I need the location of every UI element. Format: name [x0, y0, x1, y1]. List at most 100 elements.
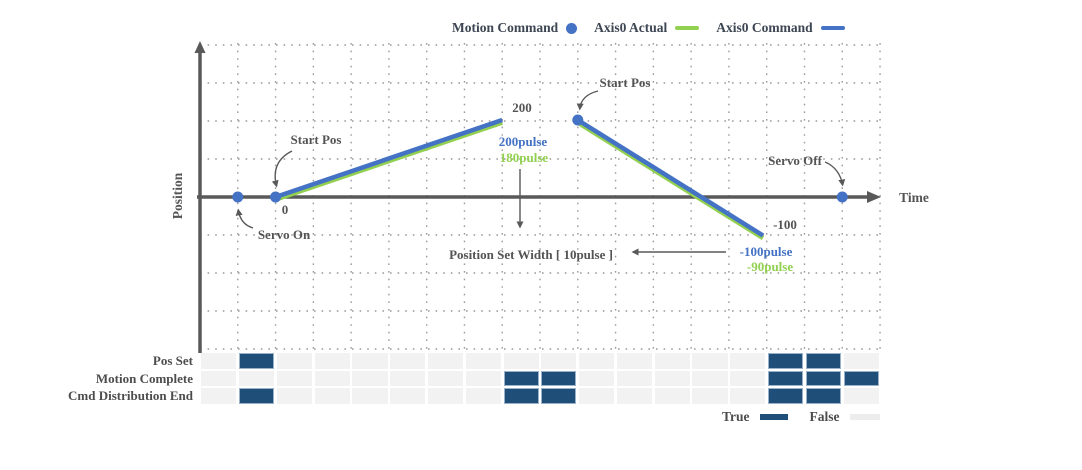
timing-cell-false: [201, 370, 237, 387]
servo-off-annotation: Servo Off: [768, 153, 822, 168]
timing-cell-true: [541, 388, 577, 404]
timing-cell-false: [654, 370, 690, 387]
true-swatch: [759, 414, 788, 420]
actual-low-pulse-label: -90pulse: [746, 259, 794, 274]
x-axis-arrowhead: [867, 191, 881, 203]
origin-value-label: 0: [281, 202, 289, 217]
timing-cell-false: [314, 388, 350, 404]
command-low-pulse-label: -100pulse: [739, 244, 793, 259]
timing-row-label-pos-set: Pos Set: [152, 353, 193, 368]
timing-cell-false: [314, 353, 350, 369]
timing-cell-true: [805, 370, 841, 387]
timing-cell-true: [503, 370, 539, 387]
series-axis0-command: [274, 117, 503, 200]
timing-cell-false: [541, 353, 577, 369]
timing-cell-true: [768, 353, 804, 369]
timing-cell-false: [579, 388, 615, 404]
timing-cell-false: [692, 370, 728, 387]
timing-cell-false: [730, 353, 766, 369]
series-axis0-actual: [274, 120, 503, 202]
timing-cell-false: [654, 388, 690, 404]
timing-cell-false: [465, 353, 501, 369]
timing-cell-false: [730, 388, 766, 404]
legend-label-motion-command: Motion Command: [452, 20, 559, 35]
timing-cell-false: [503, 353, 539, 369]
timing-cell-false: [427, 353, 464, 369]
timing-cell-false: [352, 353, 388, 369]
timing-cell-false: [692, 388, 728, 404]
timing-cell-false: [314, 370, 350, 387]
timing-cell-false: [616, 353, 653, 369]
timing-row-label-motion-complete: Motion Complete: [95, 370, 193, 386]
y-axis-arrowhead: [194, 41, 206, 53]
legend-label-axis0-command: Axis0 Command: [716, 20, 813, 35]
timing-cell-false: [276, 353, 313, 369]
timing-cell-false: [201, 353, 237, 369]
timing-cell-true: [843, 370, 879, 387]
timing-cell-true: [805, 388, 841, 404]
servo-off-arrow: [824, 161, 846, 187]
servo-on-arrow: [235, 208, 254, 229]
timing-cell-true: [239, 353, 275, 369]
timing-cell-false: [276, 370, 313, 387]
series-axis0-command: [576, 118, 765, 238]
timing-cell-false: [239, 370, 275, 387]
timing-cell-false: [654, 353, 690, 369]
command-peak-pulse-label: 200pulse: [498, 134, 548, 149]
motion-command-dot-swatch: [566, 22, 578, 34]
timing-cell-false: [579, 353, 615, 369]
time-axis-label: Time: [899, 190, 929, 205]
timing-cell-false: [201, 388, 237, 404]
servo-on-annotation: Servo On: [257, 227, 311, 242]
timing-cell-false: [843, 353, 879, 369]
start-pos-point-1: [270, 191, 282, 203]
position-axis-label: Position: [170, 172, 185, 220]
false-label: False: [809, 409, 840, 424]
timing-cell-false: [730, 370, 766, 387]
timing-cell-false: [390, 370, 426, 387]
chart-legend: Motion Command Axis0 Actual Axis0 Comman…: [452, 20, 845, 36]
false-swatch: [849, 414, 880, 420]
timing-cell-false: [616, 388, 653, 404]
timing-cell-false: [352, 388, 388, 404]
start-pos-1-arrow: [271, 150, 293, 188]
timing-cell-false: [616, 370, 653, 387]
axis0-actual-line-swatch: [675, 25, 700, 31]
start-pos-annotation-1: Start Pos: [290, 132, 342, 147]
timing-cell-true: [805, 353, 841, 369]
timing-cell-false: [390, 388, 426, 404]
timing-cell-true: [503, 388, 539, 404]
timing-cell-true: [239, 388, 275, 404]
timing-row-label-cmd-distribution-end: Cmd Distribution End: [68, 388, 193, 404]
actual-peak-pulse-label: 180pulse: [499, 150, 549, 165]
legend-item-axis0-actual: Axis0 Actual: [594, 20, 700, 36]
timing-cell-true: [541, 370, 577, 387]
timing-cell-false: [427, 388, 464, 404]
legend-item-motion-command: Motion Command: [452, 20, 578, 36]
timing-cell-false: [692, 353, 728, 369]
position-set-width-label: Position Set Width [ 10pulse ]: [449, 247, 613, 262]
boolean-legend: True False: [722, 409, 880, 425]
timing-cell-false: [352, 370, 388, 387]
timing-cell-false: [427, 370, 464, 387]
timing-cell-true: [768, 370, 804, 387]
start-pos-point-2: [572, 114, 584, 126]
timing-cell-false: [465, 388, 501, 404]
timing-cell-false: [465, 370, 501, 387]
servo-off-point: [836, 191, 848, 203]
timing-cell-true: [768, 388, 804, 404]
timing-cell-false: [579, 370, 615, 387]
legend-item-axis0-command: Axis0 Command: [716, 20, 845, 36]
start-pos-annotation-2: Start Pos: [599, 75, 651, 90]
legend-label-axis0-actual: Axis0 Actual: [594, 20, 668, 35]
axis0-command-line-swatch: [820, 25, 845, 31]
servo-on-point: [232, 191, 244, 203]
low-value-label: -100: [773, 217, 797, 232]
peak-value-label: 200: [512, 100, 532, 115]
timing-cell-false: [390, 353, 426, 369]
true-label: True: [722, 409, 750, 424]
start-pos-2-arrow: [576, 90, 599, 111]
timing-cell-false: [276, 388, 313, 404]
